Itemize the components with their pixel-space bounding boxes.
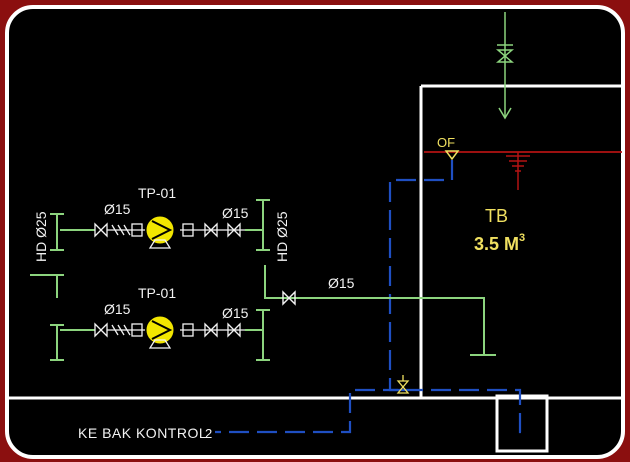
tank-name: TB [485, 206, 508, 226]
drain-note-arrow: 2 [205, 426, 212, 441]
cad-canvas [5, 5, 625, 459]
header-right [256, 199, 270, 361]
flow-arrow-icon [495, 12, 515, 120]
overflow-pipe [215, 160, 528, 434]
drain-note: KE BAK KONTROL [78, 425, 207, 441]
fittings-top [94, 222, 245, 238]
pipe-size-inlet-top: Ø15 [104, 201, 131, 217]
sump-pit [495, 394, 549, 453]
float-valve-icon [444, 150, 460, 161]
pipe-size-outlet-top: Ø15 [222, 205, 249, 221]
header-left [30, 213, 64, 361]
storage-tank [419, 84, 623, 453]
tank-capacity: 3.5 M3 [474, 232, 525, 254]
pump-top-tag: TP-01 [138, 185, 176, 201]
supply-pipe-size: Ø15 [328, 275, 355, 291]
overflow-tag: OF [437, 135, 455, 150]
drain-valve-icon [396, 375, 410, 394]
centrifugal-pump-icon [146, 316, 174, 349]
centrifugal-pump-icon [146, 216, 174, 249]
header-right-label: HD Ø25 [274, 211, 290, 262]
fittings-bottom [94, 322, 245, 338]
header-left-label: HD Ø25 [33, 211, 49, 262]
gate-valve-icon [282, 290, 296, 306]
pump-bottom-tag: TP-01 [138, 285, 176, 301]
supply-pipe [264, 265, 496, 356]
water-level-icon [506, 152, 530, 190]
pipe-size-outlet-bottom: Ø15 [222, 305, 249, 321]
pipe-size-inlet-bottom: Ø15 [104, 301, 131, 317]
